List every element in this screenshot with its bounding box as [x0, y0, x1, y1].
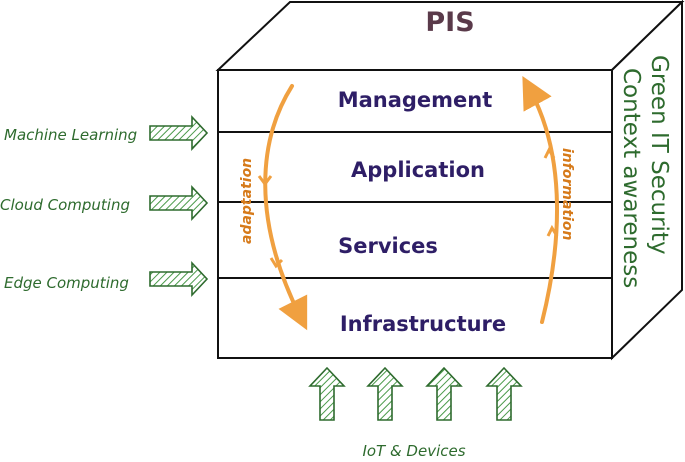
- side-label-green-it-security: Green IT Security: [646, 55, 672, 255]
- information-label: information: [559, 148, 575, 241]
- right-arrow-icon: [149, 260, 209, 298]
- right-arrow-icon: [149, 114, 209, 152]
- information-arrow: [522, 75, 559, 324]
- bottom-label-iot-devices: IoT & Devices: [362, 442, 465, 460]
- layer-infrastructure: Infrastructure: [340, 312, 506, 336]
- input-machine-learning: Machine Learning: [4, 126, 137, 144]
- side-label-context-awareness: Context awareness: [618, 68, 644, 288]
- layer-management: Management: [338, 88, 493, 112]
- adaptation-label: adaptation: [239, 158, 255, 244]
- right-arrow-icon: [149, 184, 209, 222]
- input-cloud-computing: Cloud Computing: [0, 196, 130, 214]
- adaptation-arrow: [257, 84, 308, 331]
- up-arrow-icon: [485, 366, 523, 421]
- up-arrow-icon: [308, 366, 346, 421]
- input-edge-computing: Edge Computing: [4, 274, 129, 292]
- layer-application: Application: [351, 158, 485, 182]
- up-arrow-icon: [425, 366, 463, 421]
- layer-services: Services: [338, 234, 438, 258]
- up-arrow-icon: [366, 366, 404, 421]
- diagram-title: PIS: [425, 7, 474, 38]
